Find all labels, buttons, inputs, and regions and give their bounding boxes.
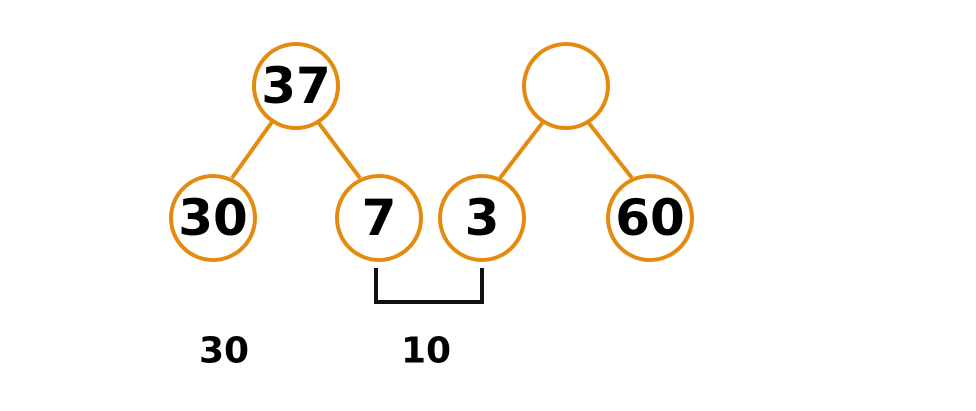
tree1-right-node: 7	[335, 174, 423, 262]
node-label: 60	[615, 189, 685, 247]
tree2-root-node	[522, 42, 610, 130]
bracket-connector	[374, 268, 484, 304]
tree1-root-node: 37	[252, 42, 340, 130]
edge-37-30	[230, 120, 274, 180]
edge-37-7	[316, 120, 362, 180]
node-label: 37	[261, 57, 331, 115]
edge-root2-3	[498, 120, 545, 180]
tree2-left-node: 3	[438, 174, 526, 262]
bottom-label-center: 10	[401, 331, 451, 372]
tree1-left-node: 30	[169, 174, 257, 262]
bottom-label-left: 30	[199, 331, 249, 372]
tree2-right-node: 60	[606, 174, 694, 262]
node-label: 7	[362, 189, 397, 247]
node-label: 30	[178, 189, 248, 247]
edge-root2-60	[586, 120, 634, 180]
node-label: 3	[465, 189, 500, 247]
